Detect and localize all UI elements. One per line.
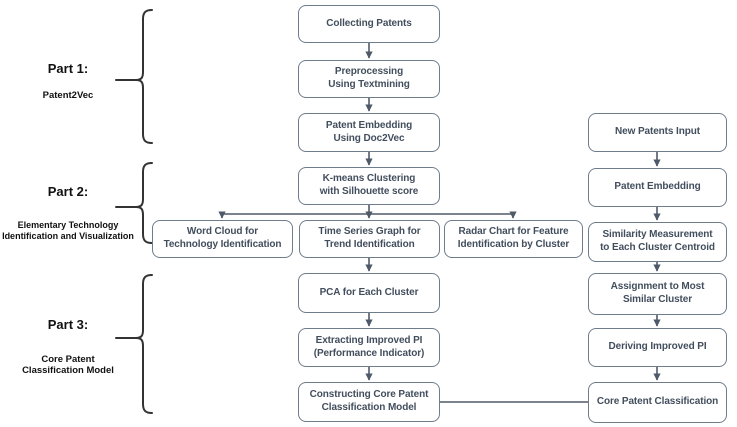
node-patent-embedding-doc2vec: Patent Embedding Using Doc2Vec <box>298 113 440 152</box>
node-deriving-improved-pi: Deriving Improved PI <box>588 328 727 367</box>
node-kmeans-clustering: K-means Clustering with Silhouette score <box>298 167 440 205</box>
brace-part1 <box>135 9 153 144</box>
node-radar-chart: Radar Chart for Feature Identification b… <box>444 220 583 258</box>
part1-title: Part 1: <box>47 61 89 76</box>
arrows <box>218 43 661 403</box>
node-core-patent-classification: Core Patent Classification <box>588 382 727 423</box>
node-new-patents-input: New Patents Input <box>588 113 727 152</box>
node-preprocessing: Preprocessing Using Textmining <box>298 60 440 98</box>
node-assignment: Assignment to Most Similar Cluster <box>588 273 727 315</box>
node-pca: PCA for Each Cluster <box>298 273 440 313</box>
node-constructing-model: Constructing Core Patent Classification … <box>298 382 440 422</box>
node-time-series-graph: Time Series Graph for Trend Identificati… <box>299 220 440 258</box>
brace-part3 <box>135 274 153 414</box>
node-patent-embedding: Patent Embedding <box>588 168 727 207</box>
part3-title: Part 3: <box>47 317 89 332</box>
node-word-cloud: Word Cloud for Technology Identification <box>152 220 293 258</box>
brace-part2 <box>135 162 153 244</box>
part2-subtitle: Elementary Technology Identification and… <box>2 220 134 241</box>
node-collecting-patents: Collecting Patents <box>298 5 440 43</box>
part1-subtitle: Patent2Vec <box>42 90 94 101</box>
braces <box>115 9 153 414</box>
node-similarity-measurement: Similarity Measurement to Each Cluster C… <box>588 222 727 262</box>
part3-subtitle: Core Patent Classification Model <box>22 354 114 377</box>
node-extracting-improved-pi: Extracting Improved PI (Performance Indi… <box>298 328 440 367</box>
part2-title: Part 2: <box>47 184 89 199</box>
